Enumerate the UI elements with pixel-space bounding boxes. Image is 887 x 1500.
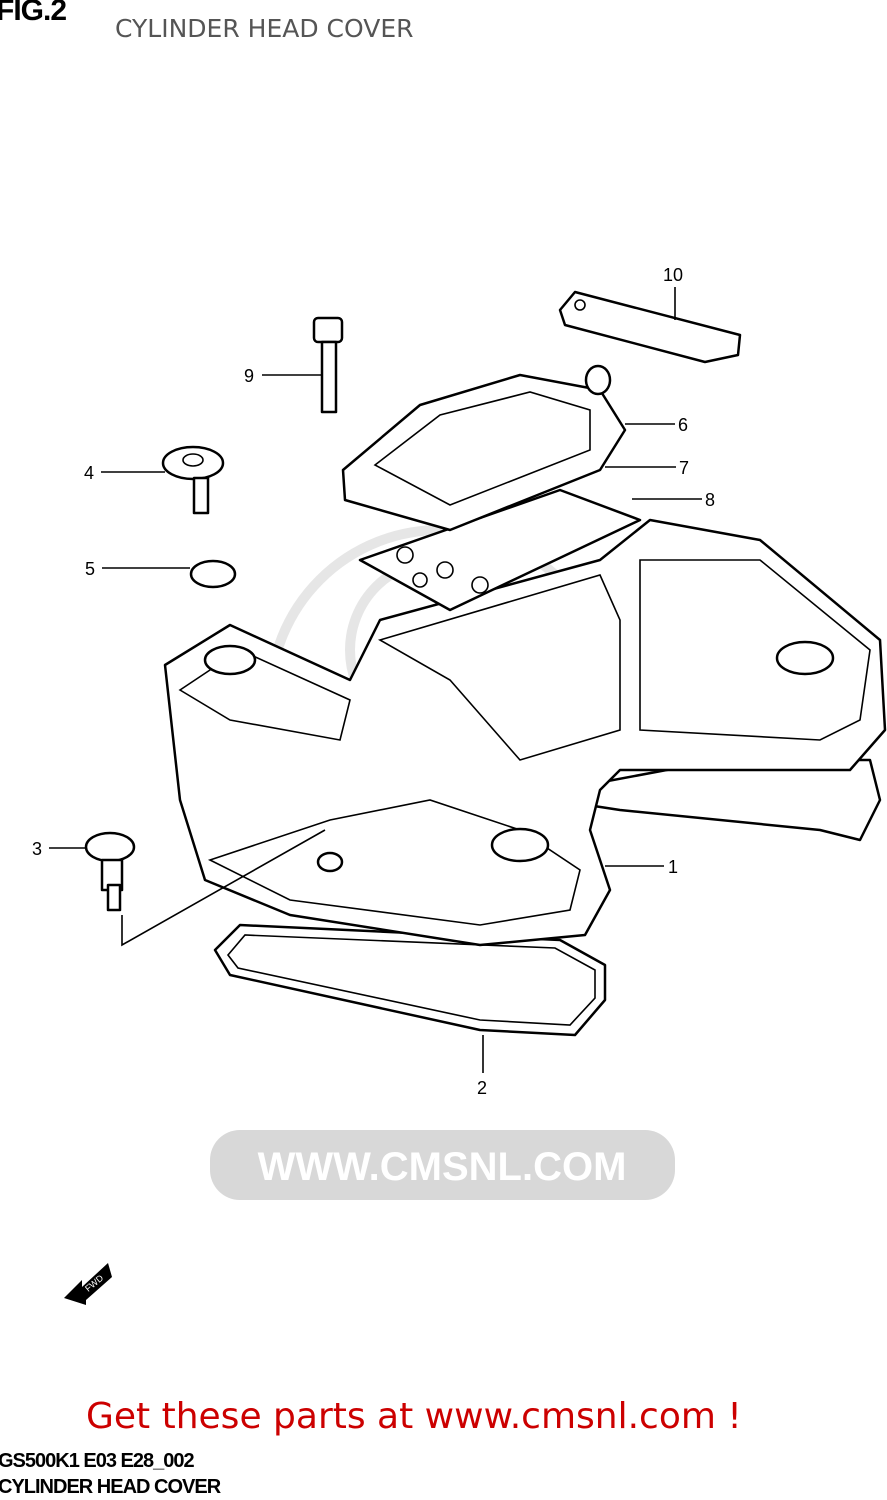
callout-3: 3 — [32, 839, 42, 859]
callout-9: 9 — [244, 366, 254, 386]
callout-8: 8 — [705, 490, 715, 510]
figure-number: FIG.2 — [0, 0, 67, 27]
callout-labels: 1 2 3 4 5 6 7 8 9 10 — [32, 265, 715, 1098]
part-1-head-cover — [163, 518, 887, 947]
watermark-text: WWW.CMSNL.COM — [258, 1145, 627, 1189]
callout-2: 2 — [477, 1078, 487, 1098]
callout-5: 5 — [85, 559, 95, 579]
callout-4: 4 — [84, 463, 94, 483]
footer-title: CYLINDER HEAD COVER — [0, 1476, 221, 1498]
callout-10: 10 — [663, 265, 683, 285]
watermark-banner — [210, 1130, 675, 1200]
footer-code: GS500K1 E03 E28_002 — [0, 1450, 195, 1472]
callout-1: 1 — [668, 857, 678, 877]
part-10-bracket — [558, 290, 742, 364]
part-3-bolt — [84, 829, 326, 947]
part-6-cap — [341, 373, 627, 532]
part-9-bolt — [312, 316, 344, 414]
promo-link[interactable]: Get these parts at www.cmsnl.com ! — [86, 1396, 742, 1437]
callout-7: 7 — [679, 458, 689, 478]
part-5-o-ring — [189, 559, 237, 589]
callout-6: 6 — [678, 415, 688, 435]
figure-title: CYLINDER HEAD COVER — [115, 14, 414, 43]
part-4-bolt — [161, 445, 225, 515]
leader-lines — [49, 287, 702, 1073]
forward-arrow-icon: FWD — [64, 1263, 112, 1305]
part-2-gasket — [213, 923, 607, 1037]
